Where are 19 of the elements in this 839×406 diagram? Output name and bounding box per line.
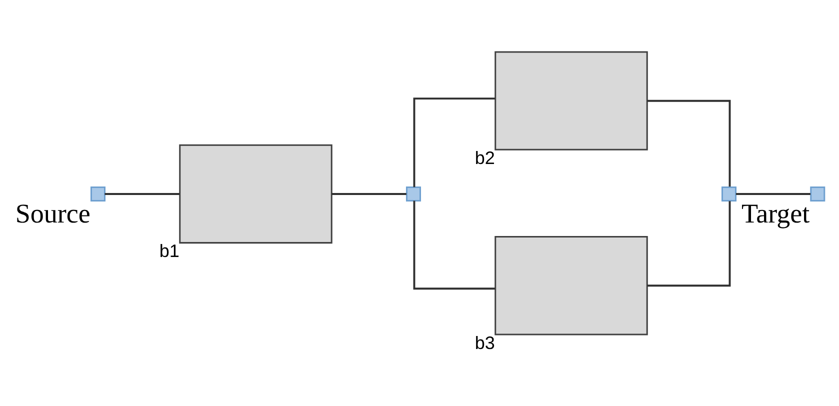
node-label: b1: [159, 241, 180, 262]
connector: [332, 193, 406, 195]
node-box: [810, 186, 826, 202]
connector: [736, 193, 810, 195]
node-box: [406, 186, 421, 202]
node-box: [721, 186, 736, 202]
node-label: Source: [15, 198, 90, 228]
connector: [647, 201, 731, 287]
node-label: Target: [741, 198, 810, 228]
node-box: [494, 236, 648, 336]
node-label: b2: [474, 148, 495, 168]
connector: [104, 193, 180, 195]
connector: [647, 100, 731, 187]
node-box: [179, 144, 332, 244]
node-box: [494, 51, 648, 150]
connector: [413, 98, 496, 188]
node-box: [90, 186, 106, 202]
node-label: b3: [474, 332, 495, 353]
connector: [413, 200, 496, 290]
